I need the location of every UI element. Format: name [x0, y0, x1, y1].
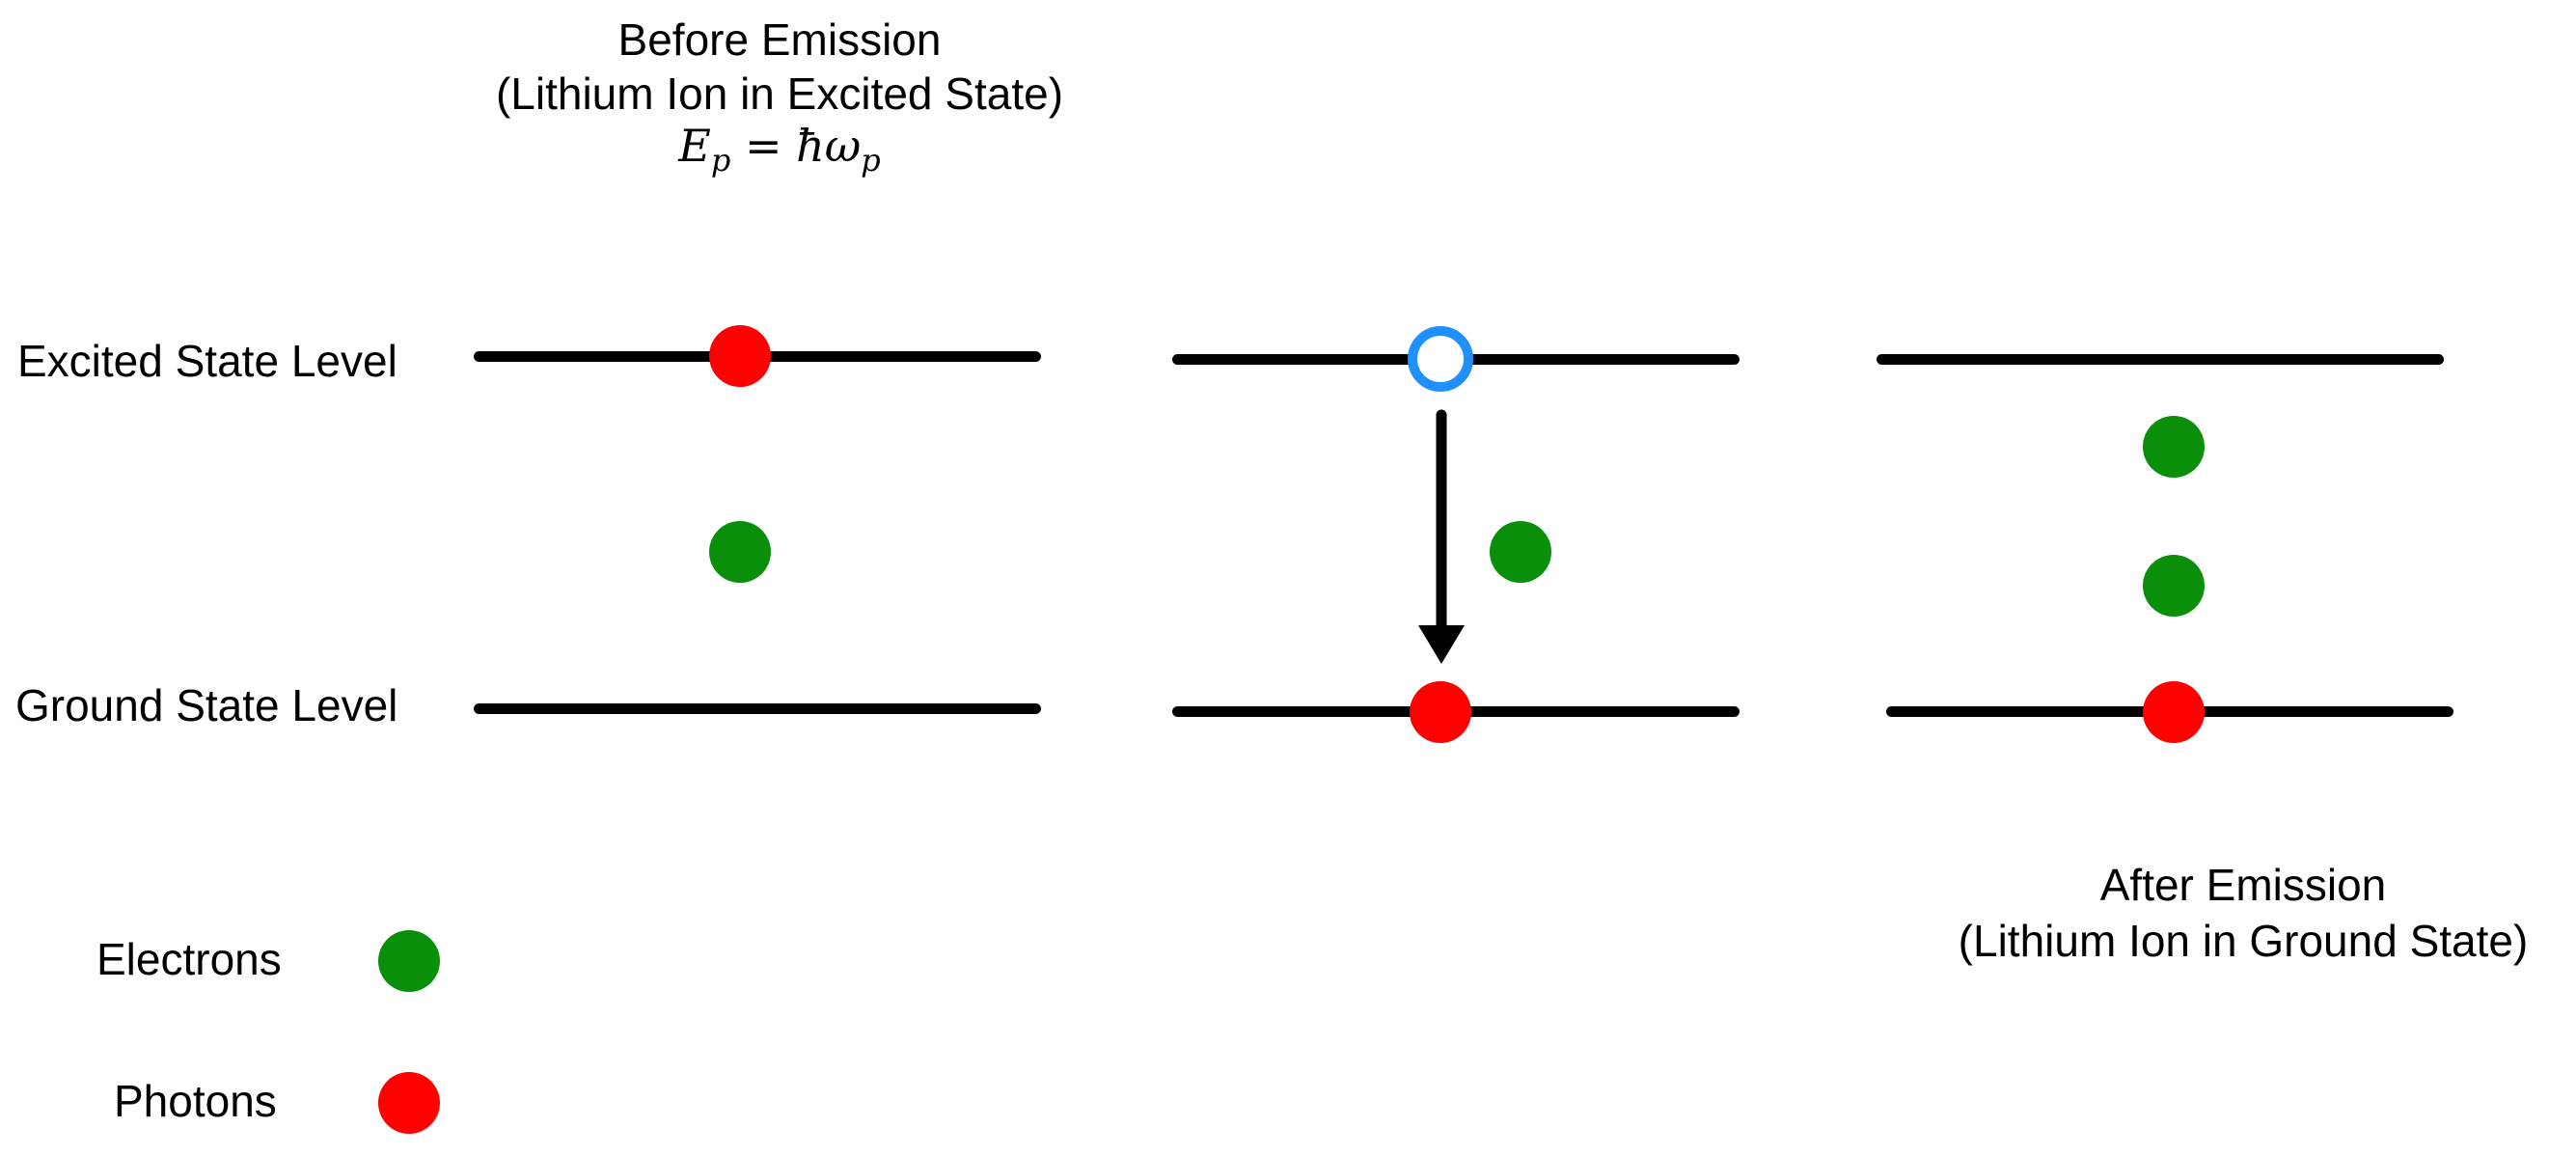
formula-hbar-omega: = ħω — [730, 120, 862, 172]
ground-state-label: Ground State Level — [15, 680, 398, 730]
panel2-photon-ground — [1410, 681, 1471, 743]
transition-arrow-head — [1418, 625, 1465, 664]
before-emission-subtitle: (Lithium Ion in Excited State) — [495, 69, 1064, 119]
legend-photon-swatch — [378, 1072, 440, 1134]
legend-photons-label: Photons — [114, 1076, 277, 1126]
panel1-ground-level-line — [474, 703, 1041, 714]
before-emission-title: Before Emission — [617, 14, 942, 65]
panel3-electron-upper — [2143, 416, 2205, 478]
formula-sub-p2: p — [861, 142, 881, 179]
panel1-electron — [709, 521, 771, 583]
formula-e: E — [678, 120, 711, 172]
panel3-electron-lower — [2143, 555, 2205, 617]
after-emission-title: After Emission — [2099, 860, 2387, 910]
panel3-photon-ground — [2143, 681, 2205, 743]
formula-sub-p1: p — [710, 142, 731, 179]
panel3-excited-level-line — [1877, 354, 2444, 365]
legend-electron-swatch — [378, 930, 440, 992]
photon-energy-formula: Ep = ħωp — [678, 120, 881, 179]
panel1-photon-excited — [709, 325, 771, 387]
panel2-vacancy-ring — [1408, 326, 1473, 392]
after-emission-subtitle: (Lithium Ion in Ground State) — [1958, 916, 2529, 966]
panel2-electron — [1490, 521, 1551, 583]
legend-electrons-label: Electrons — [96, 934, 282, 984]
excited-state-label: Excited State Level — [17, 336, 397, 386]
